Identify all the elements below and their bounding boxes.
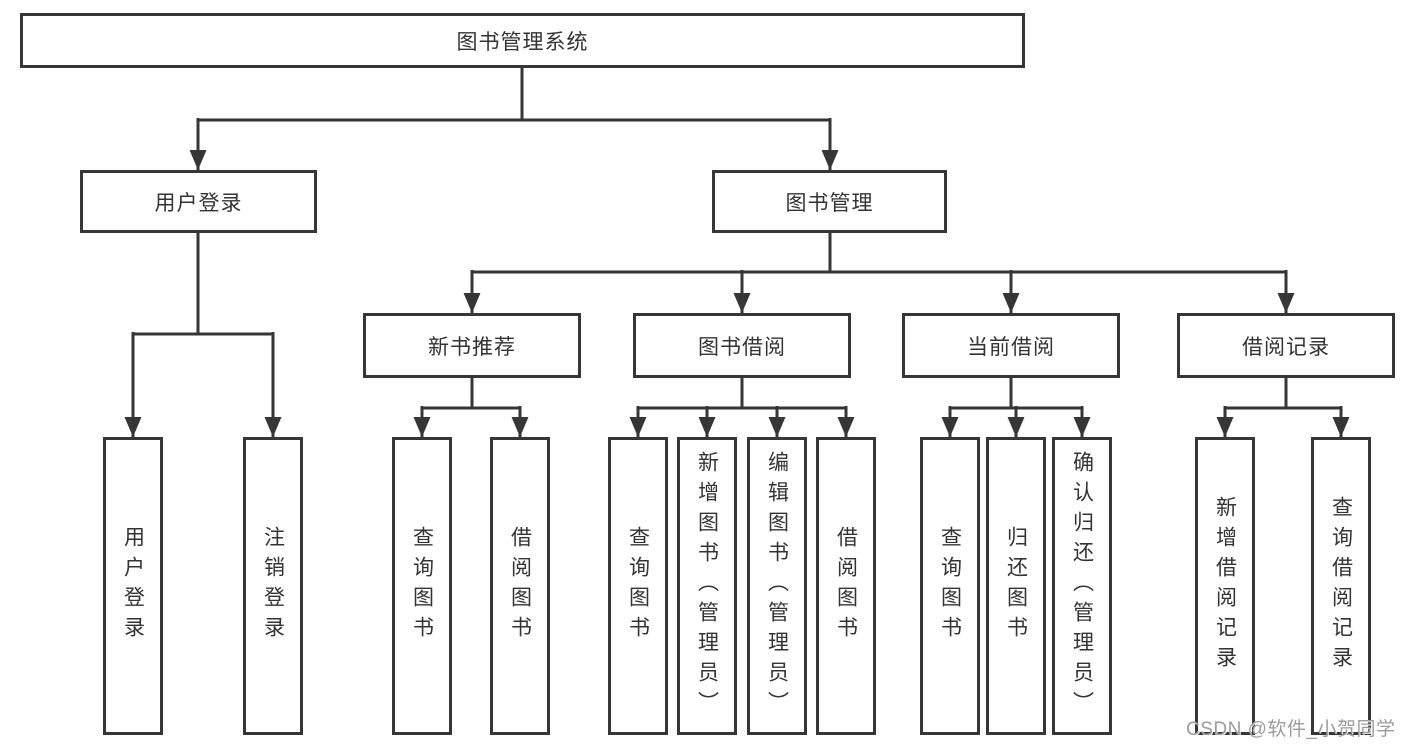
leaf-edit-book-admin-label: 编辑图书（管理员） <box>765 451 789 721</box>
leaf-add-book-admin-label: 新增图书（管理员） <box>695 451 719 721</box>
node-borrow-record-label: 借阅记录 <box>1242 335 1330 359</box>
leaf-confirm-return-admin: 确认归还（管理员） <box>1052 437 1112 735</box>
leaf-confirm-return-admin-label: 确认归还（管理员） <box>1070 451 1094 721</box>
leaf-return-book: 归还图书 <box>986 437 1046 735</box>
node-borrow-record: 借阅记录 <box>1177 313 1395 378</box>
node-book-borrow: 图书借阅 <box>633 313 851 378</box>
node-book-management: 图书管理 <box>712 170 947 233</box>
leaf-borrow-book-label: 借阅图书 <box>834 526 858 646</box>
leaf-query-book-borrow: 查询图书 <box>608 437 668 735</box>
node-book-borrow-label: 图书借阅 <box>698 335 786 359</box>
leaf-add-book-admin: 新增图书（管理员） <box>677 437 737 735</box>
node-new-book-recommend-label: 新书推荐 <box>428 335 516 359</box>
leaf-add-borrow-record-label: 新增借阅记录 <box>1213 496 1237 676</box>
leaf-query-borrow-record: 查询借阅记录 <box>1311 437 1371 735</box>
csdn-watermark: CSDN @软件_小贺同学 <box>1186 719 1396 740</box>
node-root-label: 图书管理系统 <box>456 30 589 54</box>
node-book-management-label: 图书管理 <box>785 191 874 215</box>
leaf-logout: 注销登录 <box>243 437 303 735</box>
leaf-query-book-recommend-label: 查询图书 <box>410 526 434 646</box>
leaf-logout-label: 注销登录 <box>261 526 285 646</box>
node-user-login: 用户登录 <box>80 170 317 233</box>
leaf-query-book-recommend: 查询图书 <box>392 437 452 735</box>
leaf-query-borrow-record-label: 查询借阅记录 <box>1329 496 1353 676</box>
leaf-query-book-current: 查询图书 <box>920 437 980 735</box>
leaf-user-login-label: 用户登录 <box>121 526 145 646</box>
leaf-add-borrow-record: 新增借阅记录 <box>1195 437 1255 735</box>
leaf-edit-book-admin: 编辑图书（管理员） <box>747 437 807 735</box>
leaf-borrow-book-recommend: 借阅图书 <box>490 437 550 735</box>
leaf-query-book-current-label: 查询图书 <box>938 526 962 646</box>
leaf-borrow-book: 借阅图书 <box>816 437 876 735</box>
node-current-borrow-label: 当前借阅 <box>967 335 1055 359</box>
leaf-query-book-borrow-label: 查询图书 <box>626 526 650 646</box>
leaf-borrow-book-recommend-label: 借阅图书 <box>508 526 532 646</box>
leaf-return-book-label: 归还图书 <box>1004 526 1028 646</box>
leaf-user-login: 用户登录 <box>103 437 163 735</box>
node-new-book-recommend: 新书推荐 <box>363 313 581 378</box>
node-root: 图书管理系统 <box>20 13 1025 68</box>
node-user-login-label: 用户登录 <box>154 191 243 215</box>
node-current-borrow: 当前借阅 <box>902 313 1120 378</box>
